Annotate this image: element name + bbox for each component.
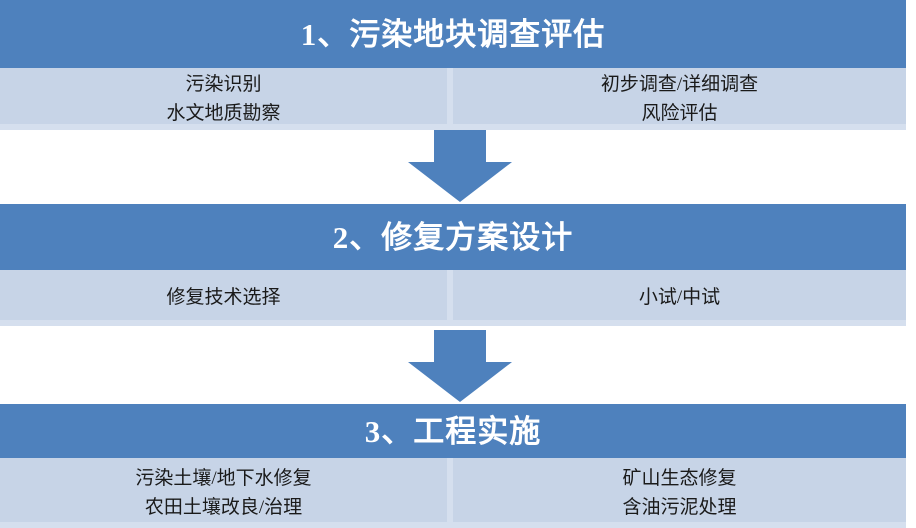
stage-1-title: 1、污染地块调查评估 (0, 0, 906, 68)
stage-1-left-item-2: 水文地质勘察 (166, 103, 281, 124)
stage-1-right-column: 初步调查/详细调查 风险评估 (453, 68, 906, 130)
stage-2: 2、修复方案设计 修复技术选择 小试/中试 (0, 204, 906, 326)
stage-2-left-column: 修复技术选择 (0, 270, 453, 326)
stage-2-title: 2、修复方案设计 (0, 204, 906, 270)
stage-3-left-item-1: 污染土壤/地下水修复 (135, 467, 312, 489)
stage-3-right-column: 矿山生态修复 含油污泥处理 (453, 458, 906, 528)
stage-1: 1、污染地块调查评估 污染识别 水文地质勘察 初步调查/详细调查 风险评估 (0, 0, 906, 130)
stage-1-left-item-1: 污染识别 (185, 73, 262, 95)
stage-3-left-column: 污染土壤/地下水修复 农田土壤改良/治理 (0, 458, 453, 528)
stage-1-right-item-2: 风险评估 (641, 103, 718, 124)
stage-1-right-item-1: 初步调查/详细调查 (600, 73, 759, 95)
down-arrow-icon-1 (408, 130, 512, 202)
stage-3-body: 污染土壤/地下水修复 农田土壤改良/治理 矿山生态修复 含油污泥处理 (0, 458, 906, 528)
stage-2-body: 修复技术选择 小试/中试 (0, 270, 906, 326)
stage-1-body: 污染识别 水文地质勘察 初步调查/详细调查 风险评估 (0, 68, 906, 130)
stage-3: 3、工程实施 污染土壤/地下水修复 农田土壤改良/治理 矿山生态修复 含油污泥处… (0, 404, 906, 528)
stage-3-right-item-1: 矿山生态修复 (622, 467, 737, 489)
stage-3-left-item-2: 农田土壤改良/治理 (144, 497, 303, 518)
down-arrow-icon-2 (408, 330, 512, 402)
stage-2-right-column: 小试/中试 (453, 270, 906, 326)
stage-2-right-item-1: 小试/中试 (638, 287, 721, 309)
stage-3-title: 3、工程实施 (0, 404, 906, 458)
stage-3-right-item-2: 含油污泥处理 (622, 497, 737, 518)
stage-2-left-item-1: 修复技术选择 (166, 287, 281, 309)
stage-1-left-column: 污染识别 水文地质勘察 (0, 68, 453, 130)
